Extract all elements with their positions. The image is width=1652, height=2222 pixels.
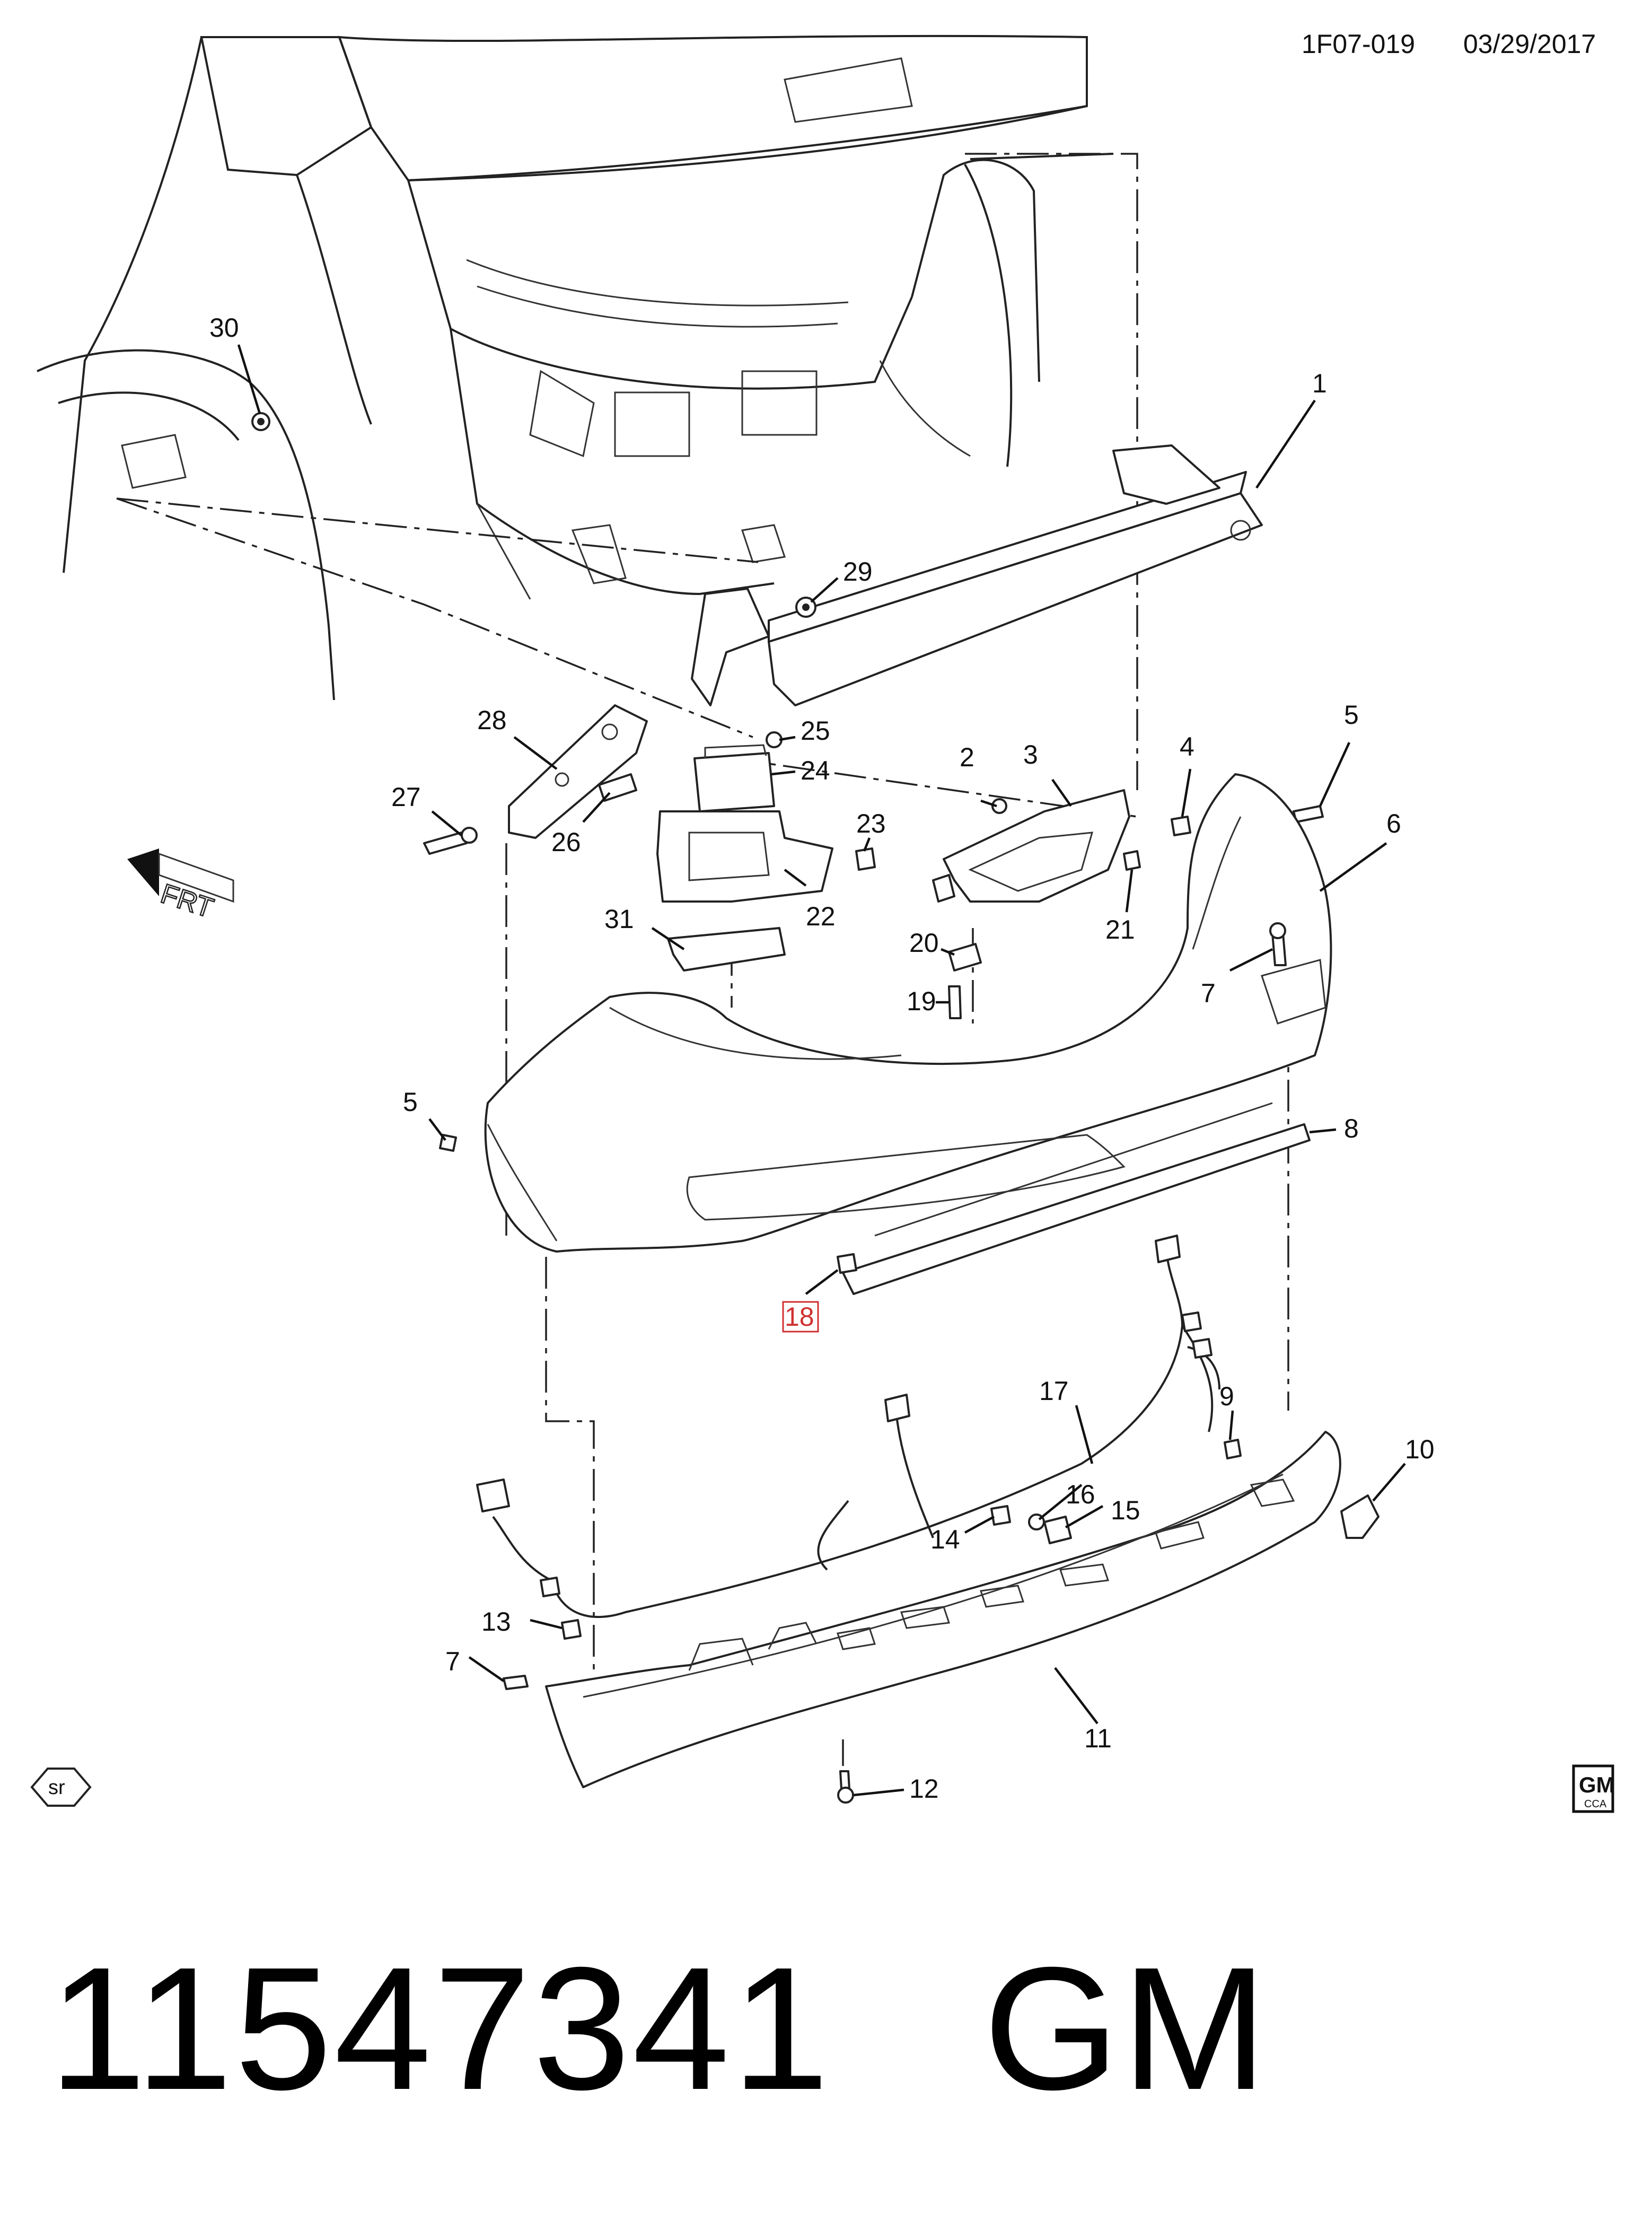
part-14-clip — [990, 1505, 1011, 1526]
callout-27: 27 — [391, 782, 421, 812]
part-11-lower-fascia — [545, 1431, 1341, 1788]
part-24-module — [693, 744, 775, 812]
part-27-screw — [423, 827, 478, 855]
callout-3: 3 — [1023, 740, 1038, 769]
gm-logo-icon — [1572, 1764, 1614, 1813]
part-number-footer: 11547341 GM — [49, 1941, 1269, 2116]
gm-logo-subtext: CCA — [1584, 1798, 1607, 1810]
callout-24: 24 — [801, 756, 830, 785]
callout-28: 28 — [477, 705, 507, 735]
callout-21: 21 — [1105, 915, 1135, 944]
callout-16: 16 — [1066, 1480, 1095, 1509]
gm-logo: GM CCA — [1572, 1764, 1615, 1813]
front-label: FRT — [157, 878, 217, 924]
sr-text: sr — [48, 1777, 65, 1799]
callout-11: 11 — [1084, 1724, 1112, 1753]
callout-12: 12 — [909, 1774, 939, 1804]
part-10-cover — [1340, 1494, 1379, 1539]
callout-8: 8 — [1344, 1114, 1359, 1143]
callout-19: 19 — [907, 986, 936, 1016]
part-31-spacer — [667, 927, 786, 972]
callout-6: 6 — [1386, 809, 1401, 838]
callout-29: 29 — [843, 557, 873, 587]
callout-26: 26 — [551, 827, 581, 857]
diagram-code: 1F07-019 — [1302, 29, 1415, 59]
callout-15: 15 — [1111, 1495, 1140, 1525]
callout-5-top: 5 — [1344, 700, 1359, 730]
diagram-date: 03/29/2017 — [1463, 29, 1596, 59]
part-2-screw — [991, 798, 1007, 814]
part-8-trim-strip — [842, 1102, 1311, 1295]
part-19-pin — [948, 985, 962, 1019]
part-18-clip — [837, 1253, 857, 1274]
part-23-clip — [855, 847, 876, 871]
callout-2: 2 — [960, 742, 974, 772]
highlight-box-18 — [782, 1301, 819, 1333]
vehicle-rear-body — [37, 34, 1114, 701]
callout-30: 30 — [209, 313, 239, 343]
part-15-bracket — [1043, 1516, 1072, 1544]
part-6-bumper-fascia — [484, 773, 1332, 1253]
callout-7-top: 7 — [1201, 978, 1216, 1008]
front-direction-indicator: FRT — [127, 848, 234, 925]
part-25-nut — [766, 731, 783, 748]
callout-22: 22 — [806, 902, 836, 931]
part-28-bracket — [508, 704, 648, 839]
part-22-bracket — [656, 810, 833, 903]
callout-7-bottom: 7 — [445, 1647, 460, 1676]
part-20-clip — [948, 943, 982, 972]
callout-25: 25 — [801, 716, 830, 746]
sr-badge: sr — [30, 1768, 92, 1807]
callout-9: 9 — [1219, 1381, 1234, 1411]
brand-name: GM — [983, 1930, 1270, 2126]
callout-31: 31 — [604, 904, 634, 934]
gm-logo-text: GM — [1579, 1772, 1615, 1797]
callout-1: 1 — [1312, 369, 1327, 398]
part-4-clip — [1171, 816, 1191, 836]
part-number: 11547341 — [49, 1930, 831, 2126]
callouts: 1 30 29 28 27 26 25 24 23 22 31 2 3 4 5 … — [209, 313, 1435, 1804]
leader-lines — [237, 344, 1406, 1797]
callout-23: 23 — [856, 809, 886, 838]
part-17-wiring-harness — [476, 1235, 1220, 1619]
callout-18: 18 — [785, 1302, 814, 1332]
part-3-reflector-housing — [932, 789, 1130, 903]
part-7-screw-lower — [503, 1675, 529, 1690]
part-9-clip — [1224, 1439, 1242, 1459]
callout-4: 4 — [1180, 732, 1194, 762]
front-arrow-icon — [127, 848, 159, 896]
callout-10: 10 — [1405, 1434, 1435, 1464]
part-30-screw — [251, 412, 270, 431]
part-13-clip — [561, 1619, 582, 1640]
callout-20: 20 — [909, 928, 939, 958]
part-7-screw-upper — [1269, 922, 1287, 966]
brand-spacer — [831, 1930, 983, 2126]
part-12-screw — [837, 1770, 854, 1804]
callout-13: 13 — [481, 1607, 511, 1637]
callout-17: 17 — [1039, 1376, 1069, 1406]
part-21-clip — [1123, 850, 1141, 871]
part-29-nut — [795, 597, 816, 618]
callout-5-left: 5 — [403, 1087, 418, 1117]
callout-14: 14 — [930, 1525, 960, 1554]
part-1-impact-bar — [691, 444, 1263, 706]
part-5-screw-right — [1293, 805, 1324, 823]
